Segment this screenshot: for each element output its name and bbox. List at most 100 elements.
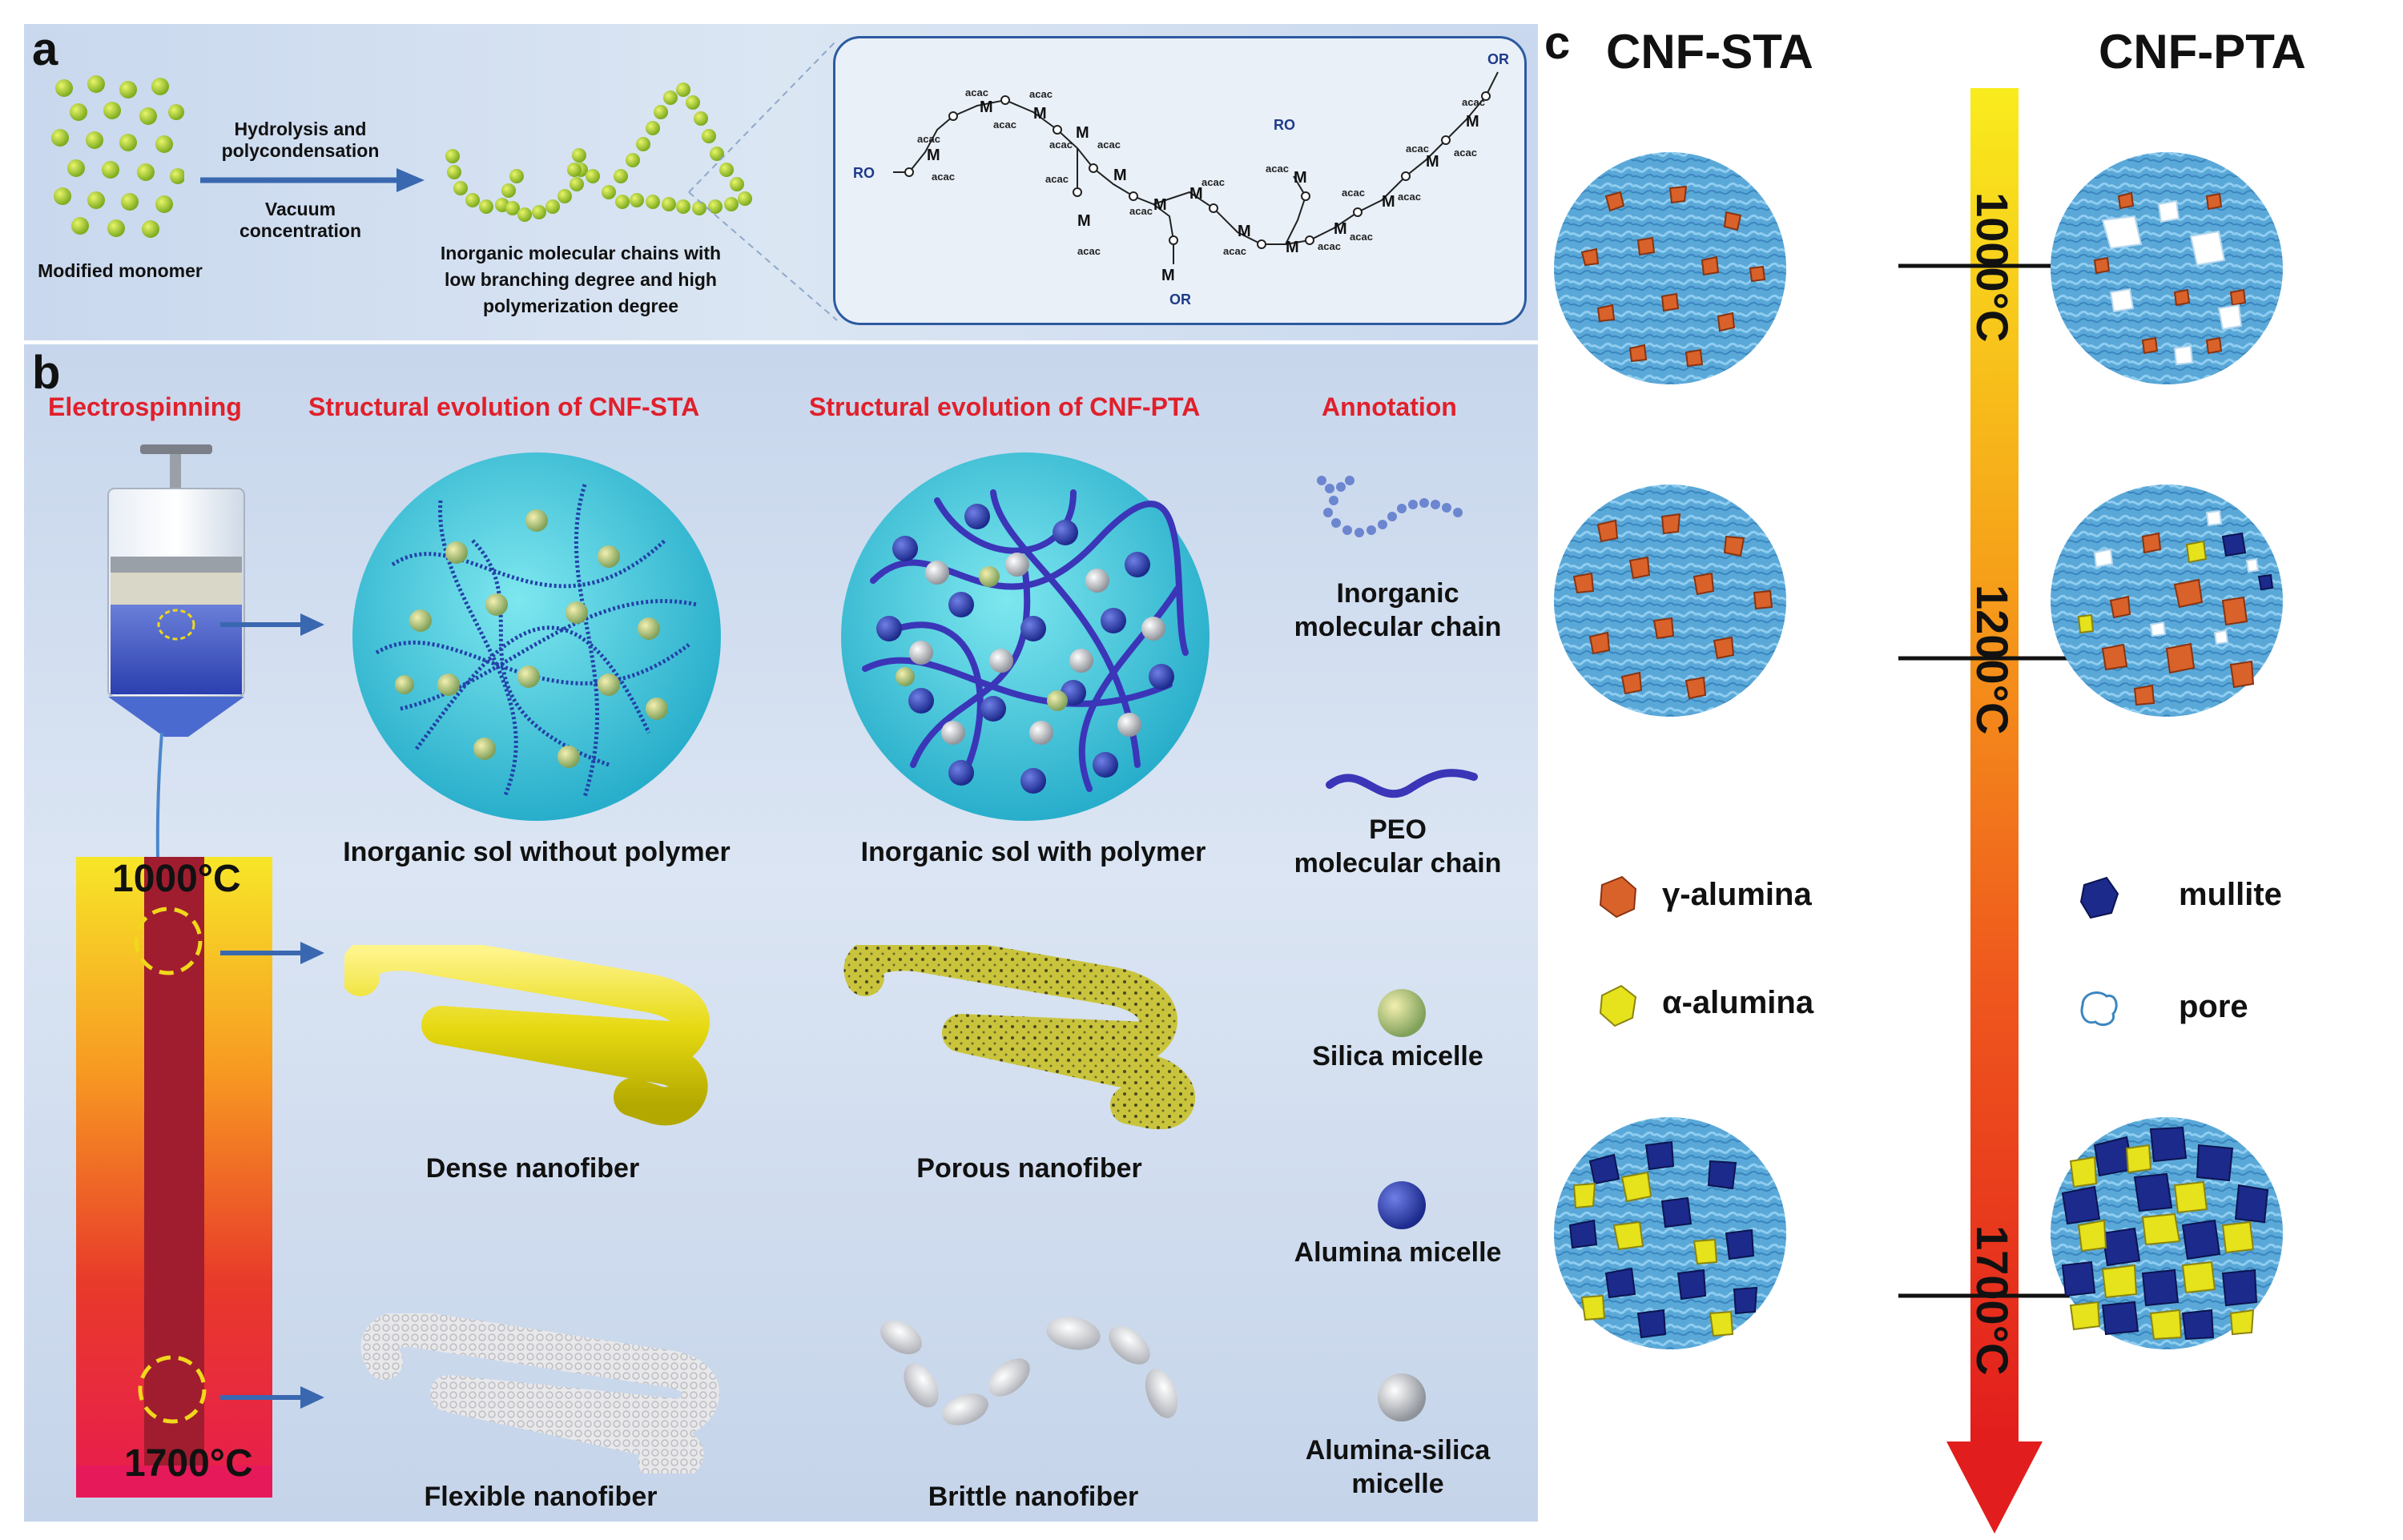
branched-chain-cluster <box>445 82 752 222</box>
svg-text:acac: acac <box>1406 143 1429 155</box>
svg-text:acac: acac <box>917 133 940 145</box>
svg-text:M: M <box>1382 193 1395 211</box>
sta-1200-circle <box>1554 485 1786 717</box>
monomer-cluster <box>51 75 184 238</box>
pta-1200-circle <box>2051 485 2283 717</box>
svg-text:acac: acac <box>1077 245 1101 257</box>
svg-text:M: M <box>1077 212 1091 230</box>
col-title-cnf-sta: CNF-STA <box>1606 25 1813 78</box>
svg-text:acac: acac <box>1029 88 1053 100</box>
gamma-alumina-icon <box>1599 875 1637 919</box>
legend-alpha-alumina: α-alumina <box>1662 985 1814 1020</box>
svg-text:acac: acac <box>1266 163 1289 175</box>
svg-text:acac: acac <box>1223 245 1246 257</box>
panel-c-letter: c <box>1544 17 1571 69</box>
annot-peo-chain: PEO molecular chain <box>1294 814 1502 879</box>
svg-text:acac: acac <box>965 86 988 99</box>
porous-nanofiber <box>843 945 1195 1129</box>
svg-text:M: M <box>1153 196 1167 214</box>
pore-icon <box>2080 991 2118 1027</box>
chain-end-or-1: OR <box>1169 292 1191 308</box>
sol-with-label: Inorganic sol with polymer <box>860 837 1206 867</box>
svg-text:M: M <box>1161 267 1175 284</box>
svg-text:acac: acac <box>993 119 1016 131</box>
chain-end-ro-2: RO <box>1274 117 1295 133</box>
svg-text:M: M <box>1076 124 1089 142</box>
brittle-nanofiber <box>880 1317 1178 1425</box>
process-arrow <box>200 168 425 192</box>
svg-text:acac: acac <box>1097 139 1121 151</box>
arrow-to-fiber <box>220 942 324 964</box>
silica-micelle-icon <box>1378 989 1426 1037</box>
sol-without-polymer <box>352 452 721 821</box>
svg-text:acac: acac <box>1462 96 1485 108</box>
sta-1000-circle <box>1554 152 1786 384</box>
zoom-lines <box>688 39 838 321</box>
mullite-icon <box>2079 876 2119 919</box>
temp-1000: 1000°C <box>1967 192 2018 343</box>
sol-without-label: Inorganic sol without polymer <box>343 837 731 867</box>
svg-text:M: M <box>1113 167 1127 184</box>
alumina-silica-micelle-icon <box>1378 1373 1426 1421</box>
svg-text:acac: acac <box>1398 191 1421 203</box>
flexible-label: Flexible nanofiber <box>424 1482 658 1512</box>
svg-text:acac: acac <box>1454 147 1477 159</box>
brittle-label: Brittle nanofiber <box>928 1482 1139 1512</box>
zone-circle-1700 <box>138 1355 207 1424</box>
temp-tick-lines <box>1898 263 2075 1298</box>
annot-silica-micelle: Silica micelle <box>1312 1041 1483 1072</box>
furnace <box>76 857 272 1498</box>
arrow-bottom-label: Vacuum concentration <box>239 199 362 241</box>
svg-text:M: M <box>1189 185 1203 203</box>
svg-text:M: M <box>1466 113 1479 131</box>
col-title-cnf-pta: CNF-PTA <box>2099 25 2306 78</box>
annot-inorganic-chain: Inorganic molecular chain <box>1294 578 1502 642</box>
arrow-top-label: Hydrolysis and polycondensation <box>221 119 380 161</box>
dense-label: Dense nanofiber <box>425 1153 640 1184</box>
porous-label: Porous nanofiber <box>916 1153 1142 1184</box>
legend-gamma-alumina: γ-alumina <box>1662 877 1812 912</box>
inorganic-chain-icon <box>1317 476 1463 537</box>
svg-text:M: M <box>1238 223 1251 240</box>
chain-end-ro-1: RO <box>853 165 875 181</box>
header-annotation: Annotation <box>1322 392 1457 421</box>
pta-1700-circle <box>2051 1117 2283 1349</box>
panel-b <box>24 344 1538 1522</box>
annot-alumina-silica-micelle: Alumina-silica micelle <box>1305 1435 1491 1499</box>
svg-text:M: M <box>1286 239 1299 256</box>
flexible-nanofiber <box>360 1313 719 1474</box>
syringe-icon <box>107 444 245 737</box>
panel-a-letter: a <box>32 23 58 75</box>
molecular-chain-inset <box>833 36 1527 325</box>
svg-text:acac: acac <box>1342 187 1365 199</box>
legend-mullite: mullite <box>2179 877 2282 912</box>
svg-text:acac: acac <box>1202 176 1225 188</box>
svg-text:M: M <box>1294 169 1307 187</box>
svg-text:M: M <box>1426 153 1439 171</box>
dense-nanofiber <box>344 945 710 1126</box>
alpha-alumina-icon <box>1599 984 1637 1027</box>
header-cnf-sta: Structural evolution of CNF-STA <box>308 392 700 421</box>
alumina-micelle-icon <box>1378 1181 1426 1229</box>
svg-text:acac: acac <box>1350 231 1373 243</box>
temperature-arrow <box>1946 88 2043 1534</box>
arrow-to-final <box>220 1386 324 1409</box>
legend-pore: pore <box>2179 989 2248 1024</box>
temp-1700: 1700°C <box>1967 1225 2018 1376</box>
header-electrospinning: Electrospinning <box>48 392 242 421</box>
panel-b-letter: b <box>32 347 61 399</box>
temp-1200: 1200°C <box>1967 585 2018 735</box>
chain-end-or-2: OR <box>1487 51 1509 67</box>
svg-text:M: M <box>1334 220 1347 238</box>
svg-text:acac: acac <box>1129 205 1153 217</box>
sol-with-polymer <box>841 452 1210 821</box>
svg-text:acac: acac <box>1049 139 1073 151</box>
svg-text:M: M <box>1033 105 1047 123</box>
pta-1000-circle <box>2051 152 2283 384</box>
header-cnf-pta: Structural evolution of CNF-PTA <box>809 392 1201 421</box>
svg-text:acac: acac <box>1318 240 1341 252</box>
peo-chain-icon <box>1326 769 1478 798</box>
svg-text:acac: acac <box>932 171 955 183</box>
svg-text:M: M <box>927 147 940 164</box>
